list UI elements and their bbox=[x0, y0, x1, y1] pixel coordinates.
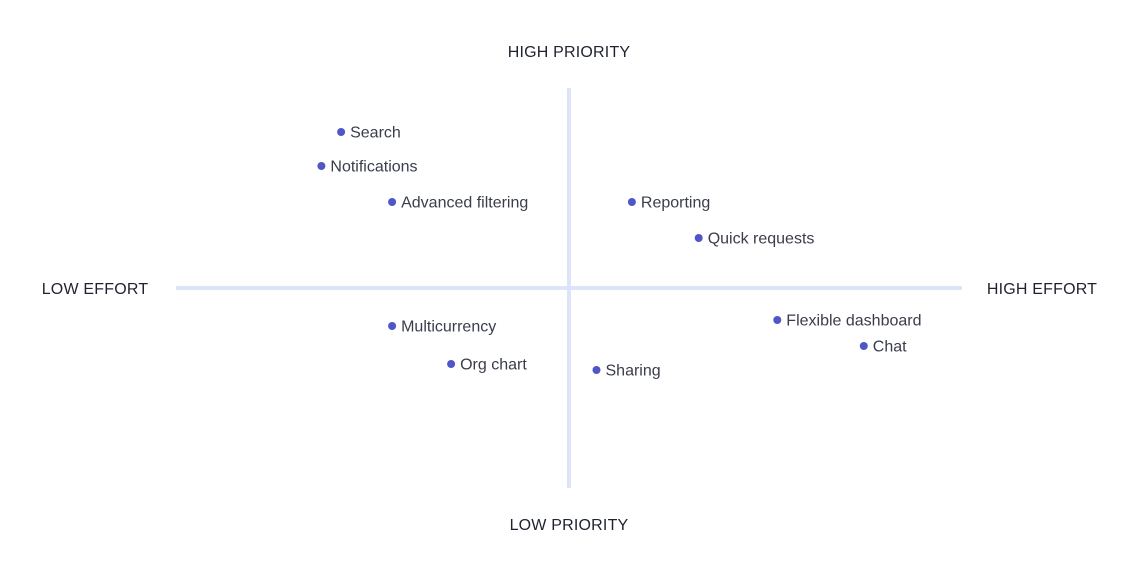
data-point-label: Sharing bbox=[606, 363, 661, 380]
data-point-marker bbox=[388, 322, 397, 330]
data-point-label: Org chart bbox=[460, 357, 527, 374]
data-point: Search bbox=[337, 125, 401, 142]
data-point-marker bbox=[773, 316, 782, 324]
data-point-label: Notifications bbox=[330, 159, 417, 176]
data-point-label: Flexible dashboard bbox=[786, 313, 921, 330]
data-point: Notifications bbox=[317, 159, 418, 176]
data-point-label: Reporting bbox=[641, 195, 710, 212]
y-axis-low-label: LOW PRIORITY bbox=[510, 517, 629, 534]
data-point-label: Advanced filtering bbox=[401, 195, 528, 212]
data-point-label: Search bbox=[350, 125, 401, 142]
x-axis-high-label: HIGH EFFORT bbox=[987, 281, 1097, 298]
data-point: Chat bbox=[859, 339, 907, 356]
data-point-marker bbox=[694, 234, 703, 242]
data-point-marker bbox=[592, 366, 601, 374]
data-point: Flexible dashboard bbox=[773, 313, 922, 330]
data-point-marker bbox=[627, 198, 636, 206]
data-point-marker bbox=[337, 128, 346, 136]
data-point-label: Chat bbox=[873, 339, 907, 356]
data-point: Reporting bbox=[627, 195, 710, 212]
data-point-marker bbox=[859, 342, 868, 350]
data-point-marker bbox=[317, 162, 326, 170]
data-point-label: Quick requests bbox=[708, 231, 815, 248]
x-axis-low-label: LOW EFFORT bbox=[42, 281, 149, 298]
data-point: Multicurrency bbox=[388, 319, 496, 336]
data-point-label: Multicurrency bbox=[401, 319, 496, 336]
data-point: Quick requests bbox=[694, 231, 815, 248]
data-point-marker bbox=[388, 198, 397, 206]
data-point: Sharing bbox=[592, 363, 661, 380]
data-point: Advanced filtering bbox=[388, 195, 528, 212]
data-point: Org chart bbox=[447, 357, 527, 374]
data-point-marker bbox=[447, 360, 456, 368]
y-axis-high-label: HIGH PRIORITY bbox=[508, 44, 631, 61]
